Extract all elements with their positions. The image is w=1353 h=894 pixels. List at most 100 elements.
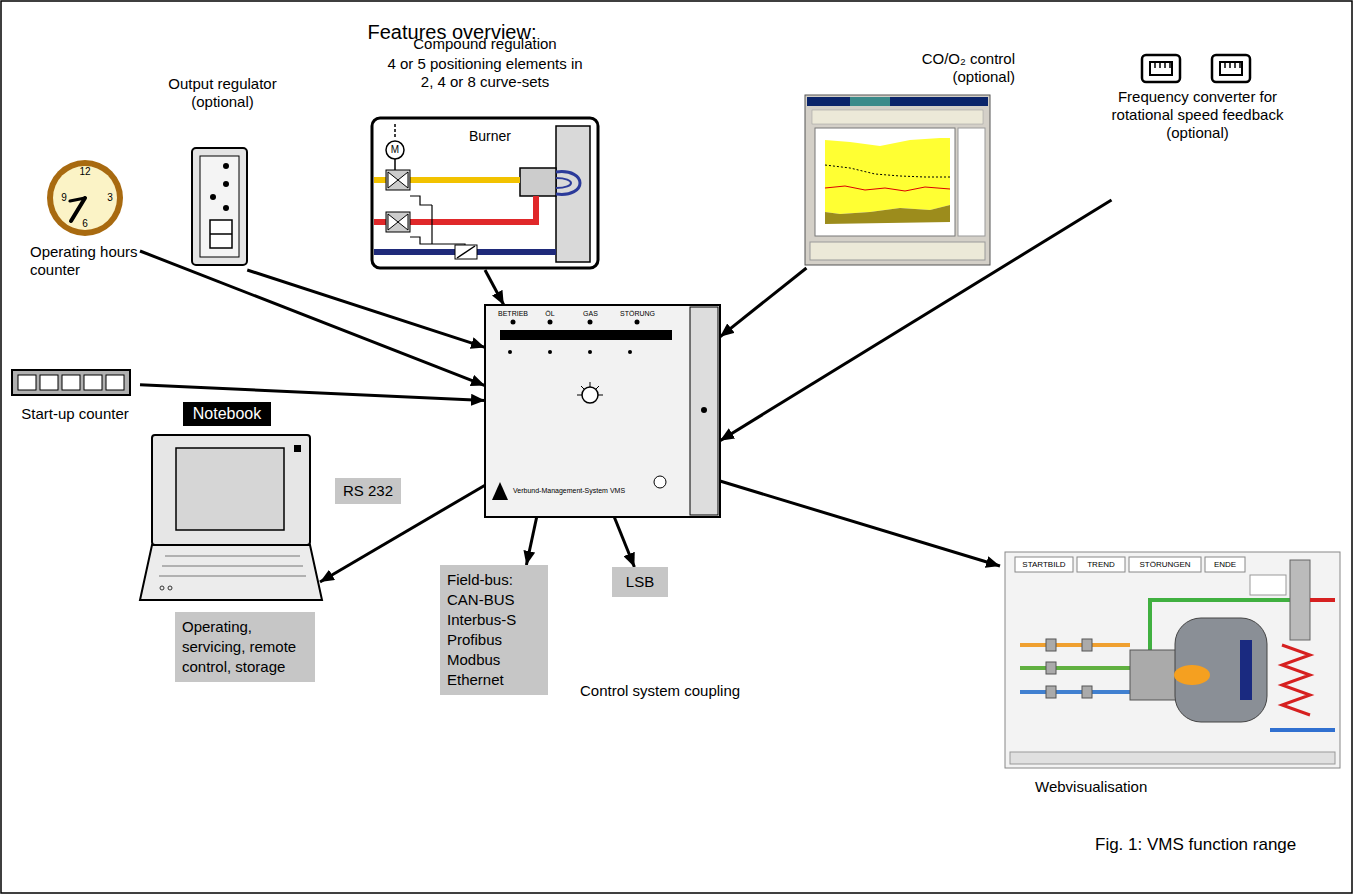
vms-unit-text: Verbund-Management-System VMS [513, 487, 663, 495]
frequency-converter-icon-part [1225, 62, 1240, 68]
webvisualisation-text: Webvisualisation [1035, 778, 1235, 796]
start-up-counter-icon-part [84, 375, 102, 390]
output-regulator-text: Output regulator (optional) [140, 75, 305, 111]
vms-unit-part [485, 305, 720, 517]
output-regulator-icon-part [223, 163, 229, 169]
notebook-icon-part [160, 586, 164, 590]
frequency-converter-icon [1142, 55, 1250, 82]
vms-unit-part [588, 320, 593, 325]
burner-schematic-part [556, 126, 590, 262]
lsb-box: LSB [612, 567, 668, 597]
field-bus-box-text: Profibus [447, 630, 541, 650]
co-o2-screenshot-part [805, 95, 990, 265]
webvisualisation: Webvisualisation [1000, 548, 1345, 806]
field-bus-box-text: Ethernet [447, 670, 541, 690]
notebook-icon-part [176, 448, 284, 530]
screen-tab: ENDE [1205, 560, 1245, 570]
co-o2-screenshot-part [812, 110, 983, 124]
web-screenshot-part [1175, 618, 1267, 722]
web-screenshot-part [1082, 639, 1092, 651]
web-screenshot-part [1020, 643, 1130, 647]
output-regulator-icon-part [210, 194, 216, 200]
connector-arrow [247, 270, 485, 347]
co-o2-screenshot-part [825, 186, 950, 191]
frequency-converter-icon-part [1212, 55, 1250, 82]
co-o2-screenshot-part [958, 128, 985, 236]
web-screenshot-part [1005, 552, 1340, 768]
clock-number: 9 [58, 192, 70, 204]
web-screenshot-part [1082, 686, 1092, 698]
lsb-box-text: LSB [619, 572, 661, 592]
vms-unit-part [500, 330, 672, 340]
vms-unit-part [577, 382, 603, 395]
compound-regulation-text: 4 or 5 positioning elements in 2, 4 or 8… [385, 55, 585, 91]
clock-number: 12 [75, 166, 95, 178]
coupling-note: Control system coupling [580, 682, 800, 700]
connector-arrow [526, 517, 536, 565]
web-screenshot-part [1130, 650, 1178, 700]
frequency-converter-icon-part [1155, 62, 1170, 68]
vms-unit-text: STÖRUNG [615, 310, 660, 318]
web-screenshot-part [1282, 645, 1310, 715]
web-screenshot-part [1129, 557, 1201, 572]
frequency-converter: Frequency converter for rotational speed… [1090, 50, 1305, 200]
web-screenshot-part [1270, 728, 1335, 732]
output-regulator-icon-part [200, 156, 239, 257]
compound-regulation-text: Burner [450, 127, 530, 145]
burner-schematic [372, 118, 598, 268]
connector-arrow [720, 200, 1112, 441]
connector-arrow [614, 517, 634, 567]
co-o2-screenshot-part [810, 242, 985, 260]
notebook-icon [140, 435, 322, 600]
vms-unit-part [635, 320, 640, 325]
co-o2-control-text: CO/O₂ control (optional) [900, 50, 1015, 86]
vms-unit-part [588, 350, 592, 354]
frequency-converter-text: Frequency converter for rotational speed… [1090, 88, 1305, 142]
connector-arrow [485, 270, 504, 305]
motor-symbol-label: M [389, 144, 401, 156]
burner-schematic-part [394, 124, 396, 139]
frequency-converter-icon-part [1150, 62, 1172, 75]
field-bus-box-text: Field-bus: [447, 570, 541, 590]
output-regulator-icon-part [223, 181, 229, 187]
clock-number: 3 [104, 192, 116, 204]
output-regulator-icon-part [192, 148, 247, 265]
operating-box-text: Operating, servicing, remote control, st… [182, 617, 308, 677]
vms-unit [485, 305, 720, 517]
web-screenshot-part [1310, 598, 1335, 602]
start-up-counter-icon [12, 370, 130, 395]
co-o2-screenshot-part [825, 165, 950, 177]
notebook-icon-part [152, 435, 310, 545]
burner-schematic-part [394, 159, 396, 170]
start-up-counter-text: Start-up counter [10, 405, 140, 423]
field-bus-box-text: Interbus-S [447, 610, 541, 630]
notebook-icon-part [168, 586, 172, 590]
notebook: Notebook [140, 402, 320, 602]
operating-hours-counter-text: Operating hours counter [30, 243, 140, 279]
web-screenshot-part [1290, 560, 1310, 640]
co-o2-screenshot-part [807, 97, 988, 106]
output-regulator-icon-part [210, 220, 232, 248]
web-screenshot-part [1077, 557, 1125, 572]
vms-unit-part [582, 387, 598, 403]
output-regulator-icon [192, 148, 247, 265]
notebook-icon-part [159, 556, 306, 576]
web-screenshot-part [1250, 575, 1286, 595]
web-screenshot [1005, 552, 1340, 768]
notebook-icon-part [140, 545, 322, 600]
notebook-icon-part [294, 445, 301, 452]
connector-arrow [720, 268, 806, 337]
vms-unit-part [511, 320, 516, 325]
vms-unit-part [654, 476, 666, 488]
clock-icon [47, 160, 123, 236]
output-regulator: Output regulator (optional) [140, 75, 305, 270]
connector-arrow [140, 251, 485, 386]
frequency-converter-icon-part [1220, 62, 1242, 75]
output-regulator-icon-part [210, 233, 232, 235]
burner-schematic-part [556, 178, 571, 188]
vms-unit-text: ÖL [540, 310, 560, 318]
co-o2-screenshot-part [825, 138, 950, 214]
